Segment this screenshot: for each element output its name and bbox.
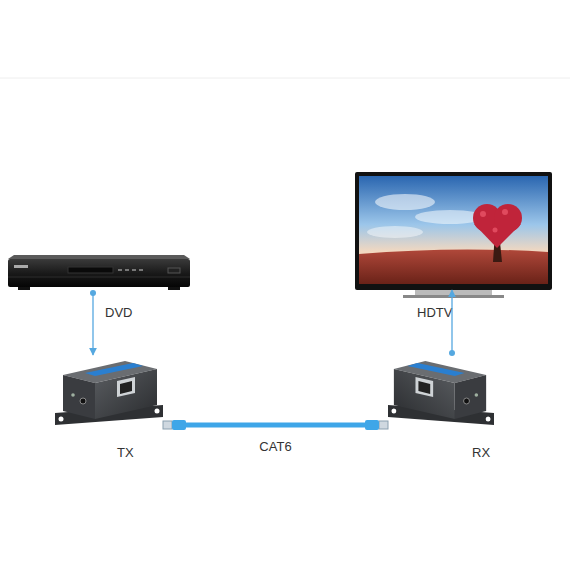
plug-head	[163, 421, 172, 429]
hdtv-screen	[355, 172, 552, 290]
arrow-dot	[449, 350, 455, 356]
device-label: TX	[117, 445, 134, 461]
transmitter-box: TX	[55, 355, 163, 430]
cable-label: CAT6	[259, 439, 291, 455]
arrow-line	[451, 290, 452, 355]
signal-arrow	[90, 290, 96, 355]
arrow-dot	[90, 290, 96, 296]
device-label: RX	[472, 445, 490, 461]
device-label: DVD	[105, 305, 132, 321]
display-device: HDTV	[355, 172, 552, 290]
cable-line	[163, 423, 388, 428]
device-label: HDTV	[417, 305, 452, 321]
receiver-unit	[388, 355, 494, 430]
plug-boot	[172, 420, 186, 430]
plug-boot	[365, 420, 379, 430]
plug-head	[379, 421, 388, 429]
signal-arrow	[449, 290, 455, 356]
dvd-player	[8, 255, 190, 291]
separator-line	[0, 78, 570, 79]
network-cable	[163, 420, 388, 430]
arrow-line	[92, 291, 93, 355]
transmitter-unit	[55, 355, 163, 430]
receiver-box: RX	[388, 355, 494, 430]
source-device: DVD	[8, 255, 190, 291]
